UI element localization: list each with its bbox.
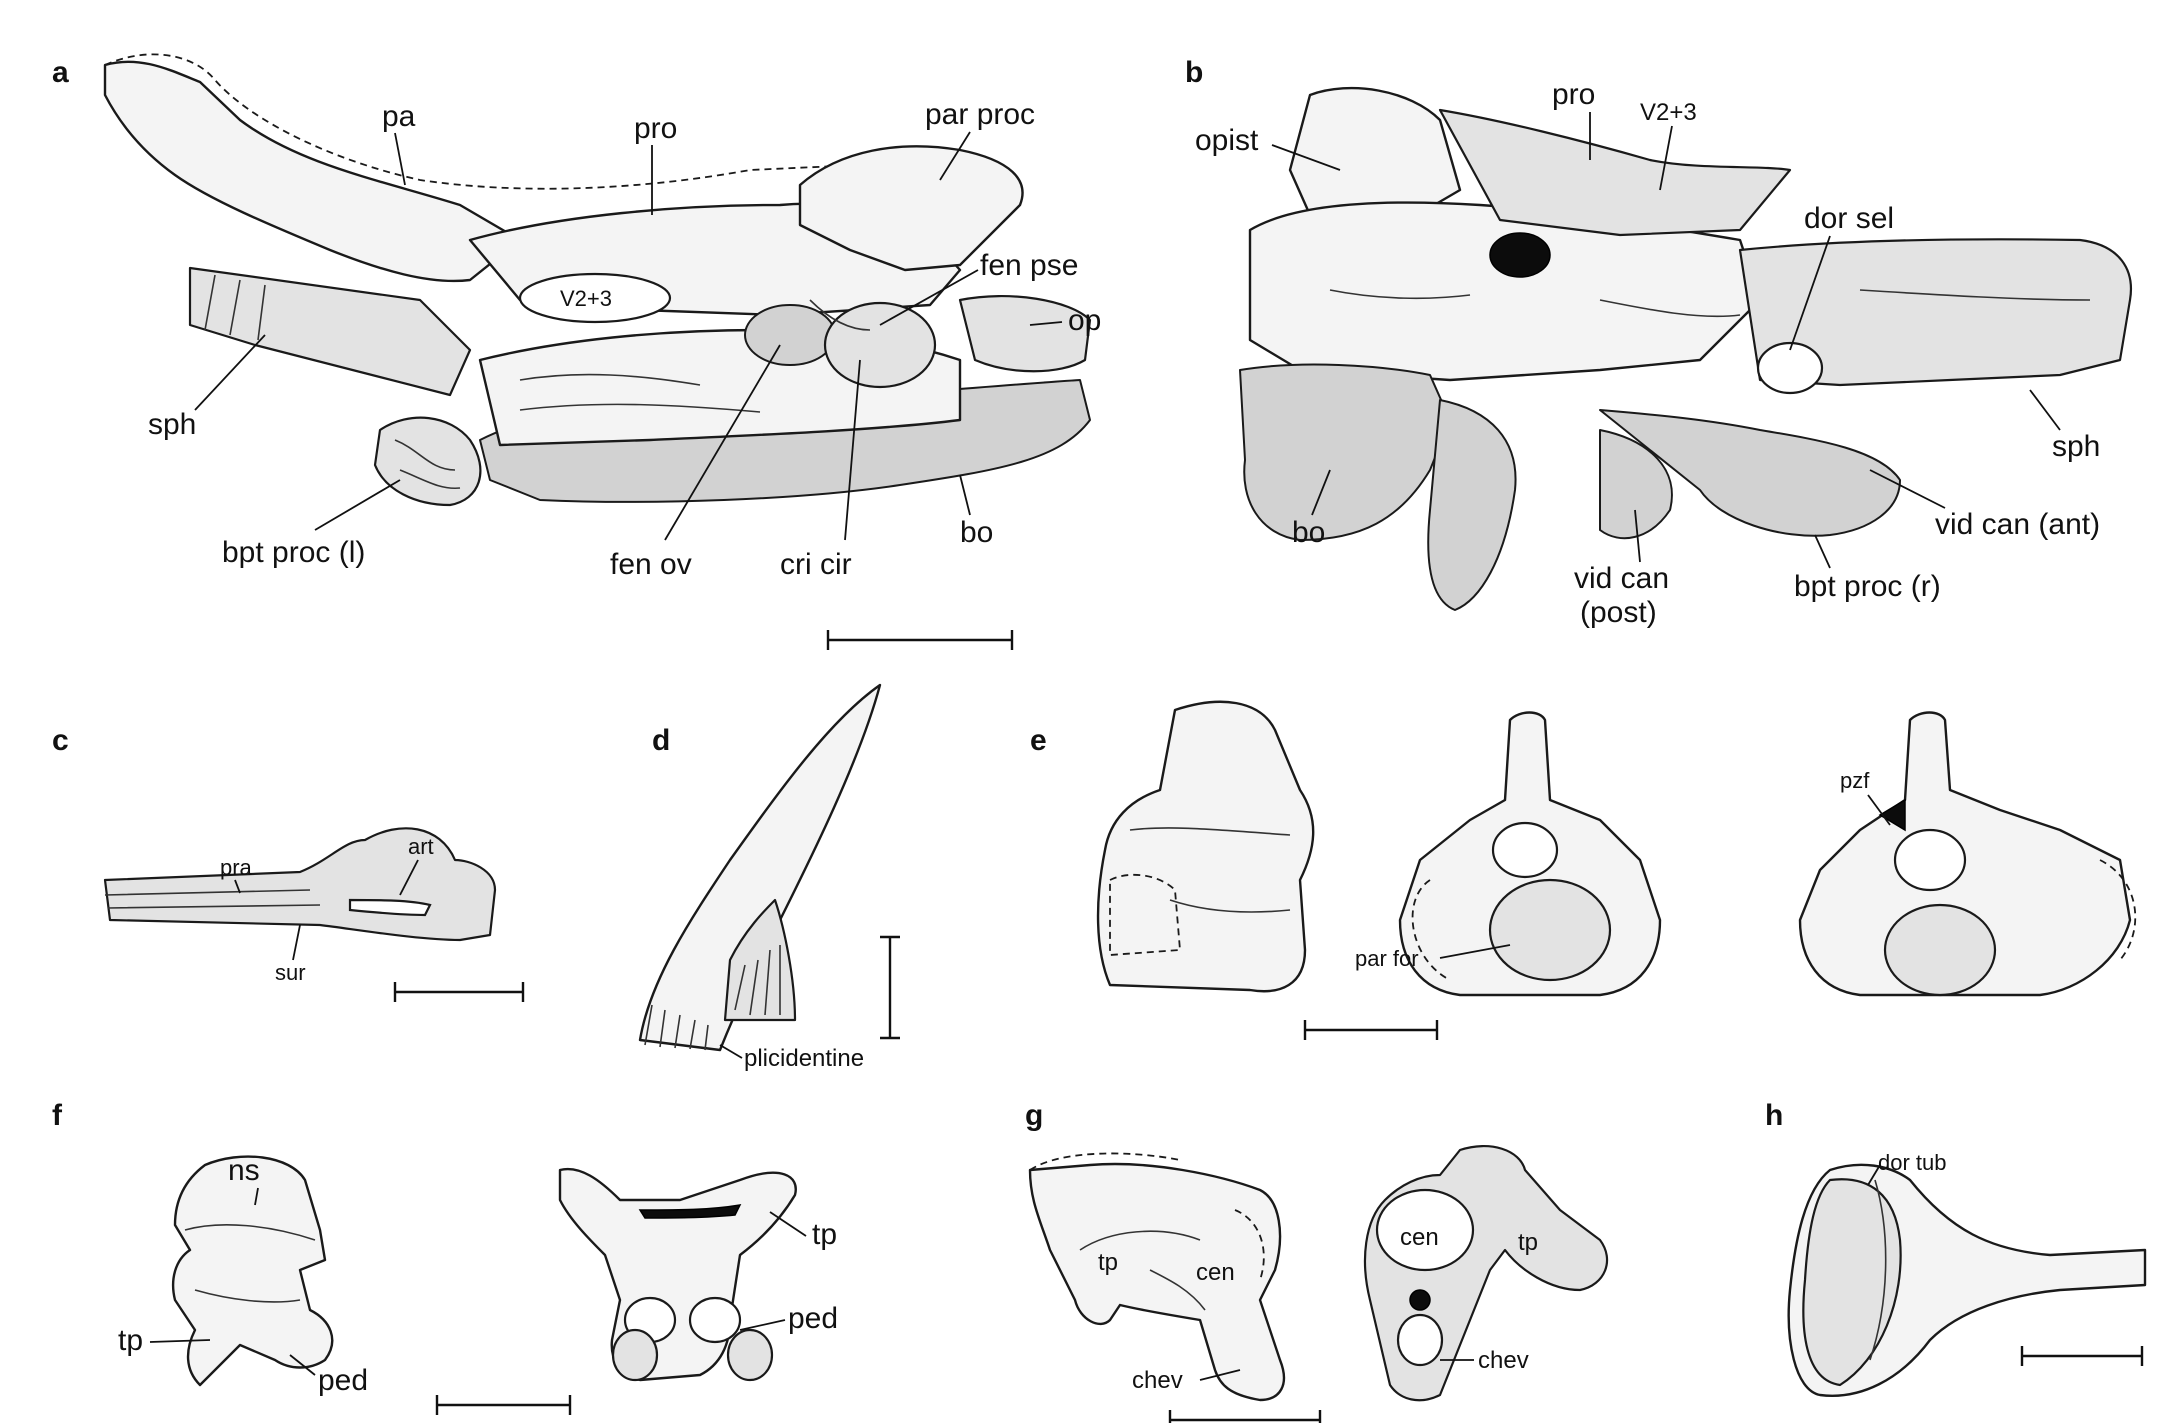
label-b-bo: bo: [1292, 516, 1325, 549]
sphenoid-rod-b: [1738, 238, 2132, 387]
label-b-v23: V2+3: [1640, 99, 1697, 126]
panel-e: e par for pzf: [1030, 700, 2137, 1040]
scale-bar-e: [1303, 1020, 1439, 1040]
scale-bar-d: [880, 935, 900, 1040]
label-f-ped-right: ped: [788, 1302, 838, 1335]
panel-letter-e: e: [1030, 724, 1047, 757]
panel-letter-h: h: [1765, 1099, 1783, 1132]
label-b-vid-can-ant: vid can (ant): [1935, 508, 2100, 541]
label-a-bpt-proc-l: bpt proc (l): [222, 536, 365, 569]
label-g-chev-left: chev: [1132, 1367, 1183, 1394]
centrum-posterior: [1883, 903, 1997, 997]
panel-letter-f: f: [52, 1099, 63, 1132]
label-a-par-proc: par proc: [925, 98, 1035, 131]
basipterygoid-process-right: [1599, 409, 1901, 537]
label-e-par-for: par for: [1355, 946, 1419, 971]
panel-a: a pa pro par proc V2+3 fen pse op: [52, 53, 1101, 650]
label-g-chev-right: chev: [1478, 1347, 1529, 1374]
scale-bar-g: [1168, 1410, 1322, 1423]
label-b-vid-can-post-2: (post): [1580, 596, 1657, 629]
label-g-tp-left: tp: [1098, 1249, 1118, 1276]
label-b-sph: sph: [2052, 430, 2100, 463]
tooth-base-section: [723, 898, 797, 1022]
centrum-g-posterior: [1375, 1188, 1475, 1272]
neural-canal-g: [1409, 1289, 1431, 1311]
mandible-fragment: [103, 827, 497, 942]
panel-c: c pra art sur: [52, 724, 525, 1002]
panel-f: f ns tp ped tp ped: [52, 1099, 838, 1415]
dorsum-sellae-hollow: [1756, 341, 1824, 395]
prootic-wing: [1438, 108, 1792, 237]
label-b-vid-can-post-1: vid can: [1574, 562, 1669, 595]
label-a-cri-cir: cri cir: [780, 548, 852, 581]
label-c-sur: sur: [275, 960, 306, 985]
scale-bar-a: [826, 630, 1014, 650]
label-f-ns: ns: [228, 1154, 260, 1187]
scale-bar-h: [2020, 1346, 2144, 1366]
opisthotic-region: [958, 294, 1092, 373]
label-b-opist: opist: [1195, 124, 1259, 157]
neural-canal-anterior: [1491, 821, 1559, 879]
vidian-region: [1599, 429, 1673, 540]
panel-h: h dor tub: [1765, 1099, 2147, 1397]
label-a-sph: sph: [148, 408, 196, 441]
fenestra-ovalis: [744, 304, 836, 366]
pedicle-right: [726, 1328, 774, 1382]
basipterygoid-process-posterior: [1427, 399, 1517, 611]
pedicle-left: [611, 1328, 659, 1382]
neural-canal-posterior: [1893, 828, 1967, 892]
label-e-pzf: pzf: [1840, 768, 1870, 793]
label-f-ped-left: ped: [318, 1364, 368, 1397]
label-b-pro: pro: [1552, 78, 1595, 111]
vertebra-f-anterior-view: [558, 1167, 797, 1382]
panel-g: g tp cen chev cen tp chev: [1025, 1099, 1609, 1423]
vertebra-lateral-view: [1096, 700, 1315, 993]
centrum-anterior: [1488, 878, 1612, 982]
label-a-fen-pse: fen pse: [980, 249, 1078, 282]
haemal-canal: [1396, 1313, 1444, 1367]
label-c-pra: pra: [220, 855, 253, 880]
basioccipital-ventral: [1239, 363, 1451, 541]
panel-letter-a: a: [52, 56, 69, 89]
label-g-cen-left: cen: [1196, 1259, 1235, 1286]
scale-bar-c: [393, 982, 525, 1002]
parietal-restoration-outline: [104, 53, 861, 190]
trigeminal-foramen: [518, 272, 672, 324]
label-g-tp-right: tp: [1518, 1229, 1538, 1256]
label-b-dor-sel: dor sel: [1804, 202, 1894, 235]
panel-letter-c: c: [52, 724, 69, 757]
sphenoid-bone: [188, 266, 472, 397]
tooth-crown: [638, 683, 882, 1052]
vertebra-f-lateral-view: [171, 1155, 334, 1387]
label-b-bpt-proc-r: bpt proc (r): [1794, 570, 1941, 603]
crista-circumfenestralis: [823, 301, 937, 389]
label-c-art: art: [408, 834, 434, 859]
label-d-plicidentine: plicidentine: [744, 1045, 864, 1072]
label-a-pro: pro: [634, 112, 677, 145]
articular-surface: [348, 898, 432, 917]
panel-d: d plicidentine: [638, 683, 900, 1072]
panel-b: b opist pro V2+3 dor sel sph vid can (an…: [1185, 56, 2132, 629]
label-a-fen-ov: fen ov: [610, 548, 692, 581]
label-f-tp-right: tp: [812, 1218, 837, 1251]
label-g-cen-right: cen: [1400, 1224, 1439, 1251]
foramen-magnum: [1489, 232, 1551, 278]
foramen-right: [688, 1296, 742, 1344]
label-a-op: op: [1068, 304, 1101, 337]
panel-letter-d: d: [652, 724, 670, 757]
parietal-bone: [103, 60, 522, 283]
label-a-bo: bo: [960, 516, 993, 549]
panel-letter-b: b: [1185, 56, 1203, 89]
label-a-v23: V2+3: [560, 286, 612, 311]
paroccipital-process: [798, 145, 1024, 272]
label-f-tp-left: tp: [118, 1324, 143, 1357]
label-h-dor-tub: dor tub: [1878, 1150, 1947, 1175]
vertebra-g-lateral-view: [1028, 1162, 1286, 1402]
scale-bar-f: [435, 1395, 572, 1415]
label-a-pa: pa: [382, 100, 416, 133]
panel-letter-g: g: [1025, 1099, 1043, 1132]
articular-head: [1802, 1178, 1902, 1387]
